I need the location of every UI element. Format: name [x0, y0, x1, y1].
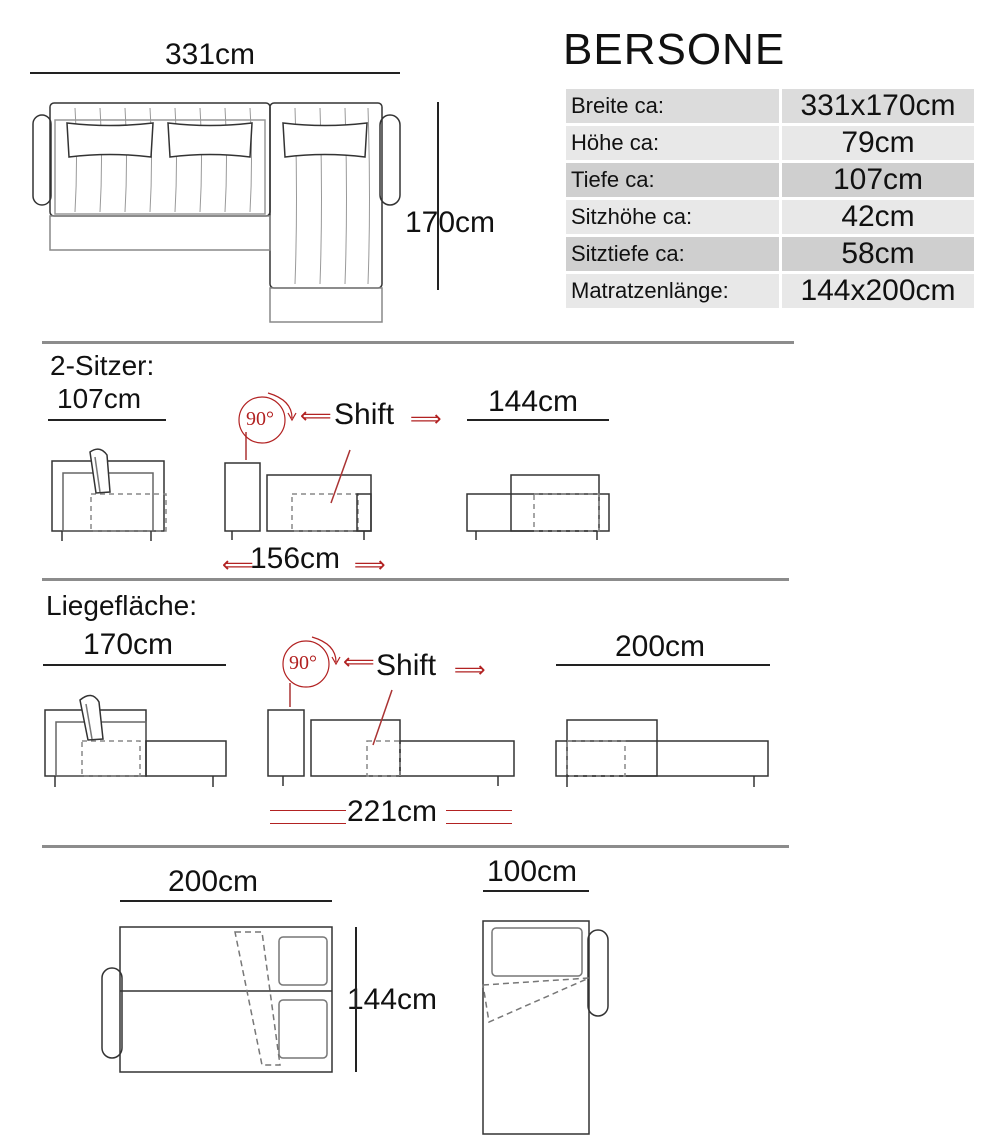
- spec-value: 42cm: [782, 200, 974, 234]
- double-bed-top-drawing: [101, 926, 333, 1073]
- two-seater-shift-drawing: [224, 432, 372, 540]
- spec-row: Sitztiefe ca:58cm: [566, 237, 974, 271]
- spec-row: Sitzhöhe ca:42cm: [566, 200, 974, 234]
- section-divider: [42, 341, 794, 344]
- double-arrow-icon: ⟸: [222, 552, 254, 577]
- long-left-arrow-icon: [270, 810, 346, 824]
- two-seater-side-drawing: [51, 448, 167, 541]
- two-seater-title: 2-Sitzer:: [50, 350, 155, 381]
- spec-label: Sitzhöhe ca:: [566, 200, 779, 234]
- lying-side-drawing: [44, 694, 227, 787]
- bed-width-label: 144cm: [347, 983, 438, 1016]
- lying-bed-length-line: [556, 664, 770, 666]
- lying-shift-drawing: [267, 683, 515, 786]
- double-arrow-icon: ⟹: [454, 657, 486, 682]
- rotate-arrow-icon: [238, 392, 341, 688]
- lying-depth-label: 170cm: [83, 628, 174, 661]
- sofa-top-view-drawing: [32, 102, 401, 323]
- product-title: BERSONE: [563, 25, 786, 74]
- spec-value: 79cm: [782, 126, 974, 160]
- section-divider: [42, 578, 789, 581]
- double-arrow-icon: ⟸: [343, 649, 375, 674]
- two-seater-shift-label: Shift: [334, 398, 395, 431]
- spec-value: 107cm: [782, 163, 974, 197]
- two-seater-depth-label: 107cm: [57, 383, 142, 414]
- spec-value: 331x170cm: [782, 89, 974, 123]
- section-divider: [42, 845, 789, 848]
- spec-row: Matratzenlänge:144x200cm: [566, 274, 974, 308]
- lying-bed-length-label: 200cm: [615, 630, 706, 663]
- top-width-label: 331cm: [165, 38, 256, 71]
- double-arrow-icon: ⟹: [410, 406, 442, 431]
- top-depth-label: 170cm: [405, 206, 496, 239]
- bed-length-line: [120, 900, 332, 902]
- lying-extended-label: 221cm: [347, 795, 438, 828]
- bed-length-label: 200cm: [168, 865, 259, 898]
- lying-shift-label: Shift: [376, 649, 437, 682]
- spec-row: Tiefe ca:107cm: [566, 163, 974, 197]
- top-depth-line: [437, 102, 439, 290]
- double-arrow-icon: ⟸: [300, 403, 332, 428]
- spec-table: Breite ca:331x170cm Höhe ca:79cm Tiefe c…: [563, 86, 977, 311]
- spec-row: Breite ca:331x170cm: [566, 89, 974, 123]
- two-seater-bed-width-line: [467, 419, 609, 421]
- spec-label: Sitztiefe ca:: [566, 237, 779, 271]
- spec-label: Breite ca:: [566, 89, 779, 123]
- single-bed-width-label: 100cm: [487, 855, 578, 888]
- two-seater-bed-drawing: [466, 474, 610, 540]
- lying-title: Liegefläche:: [46, 590, 198, 621]
- lying-depth-line: [43, 664, 226, 666]
- two-seater-bed-width-label: 144cm: [488, 385, 579, 418]
- spec-value: 58cm: [782, 237, 974, 271]
- bed-width-line: [355, 927, 357, 1072]
- top-width-line: [30, 72, 400, 74]
- long-right-arrow-icon: [446, 810, 512, 824]
- single-bed-top-drawing: [482, 920, 609, 1135]
- lying-bed-drawing: [555, 719, 769, 787]
- spec-label: Tiefe ca:: [566, 163, 779, 197]
- double-arrow-icon: ⟹: [354, 552, 386, 577]
- spec-label: Matratzenlänge:: [566, 274, 779, 308]
- rotate-90-label: 90°: [289, 652, 317, 674]
- two-seater-depth-line: [48, 419, 166, 421]
- rotate-90-label: 90°: [246, 408, 274, 430]
- two-seater-extended-label: 156cm: [250, 542, 341, 575]
- spec-label: Höhe ca:: [566, 126, 779, 160]
- single-bed-width-line: [483, 890, 589, 892]
- spec-row: Höhe ca:79cm: [566, 126, 974, 160]
- spec-value: 144x200cm: [782, 274, 974, 308]
